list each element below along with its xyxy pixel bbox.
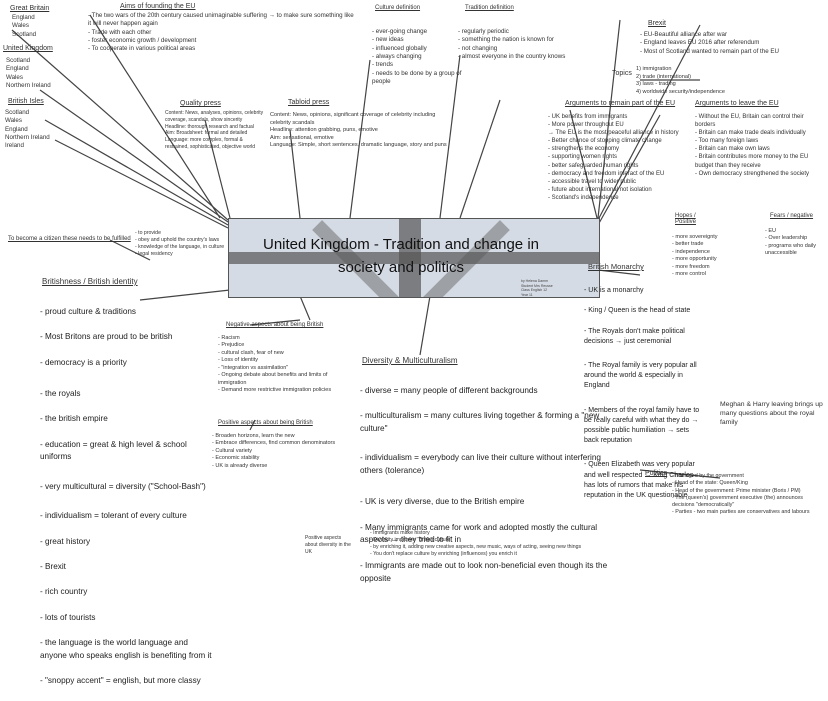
citizen-heading: To become a citizen these needs to be fu… [8, 236, 131, 242]
monarchy-list: - UK is a monarchy - King / Queen is the… [584, 276, 704, 511]
author-credit: by Helena Damm Student Mrs Reusse Class … [521, 279, 553, 297]
tabloid-press-heading: Tabloid press [288, 99, 330, 106]
leave-heading: Arguments to leave the EU [695, 100, 779, 107]
list-item: - education = great & high level & schoo… [40, 439, 187, 462]
list-item: - individualism = tolerant of every cult… [40, 511, 187, 521]
tradition-definition-list: - regularly periodic - something the nat… [458, 28, 566, 61]
list-item: - The Royals don't make political decisi… [584, 327, 685, 345]
aims-eu-list: - The two wars of the 20th century cause… [88, 12, 354, 53]
quality-press-list: Content: News, analyses, opinions, celeb… [165, 110, 264, 150]
list-item: - Queen Elizabeth was very popular and w… [584, 461, 695, 499]
positive-diversity-heading: Positive aspects about diversity in the … [305, 535, 351, 555]
list-item: - rich country [40, 587, 88, 597]
britishness-list: - proud culture & traditions - Most Brit… [40, 293, 215, 701]
list-item: - the language is the world language and… [40, 638, 212, 660]
politics-heading: Politics [645, 470, 668, 477]
united-kingdom-heading: United Kingdom [3, 45, 53, 52]
list-item: - UK is a monarchy [584, 287, 644, 295]
citizen-list: - to provide - obey and uphold the count… [135, 230, 225, 258]
topics-list: 1) immigration 2) trade (international) … [636, 66, 725, 95]
tabloid-press-list: Content: News, opinions, significant cov… [270, 112, 447, 149]
list-item: - Immigrants are made out to look non-be… [360, 560, 608, 583]
positive-aspects-heading: Positive aspects about being British [218, 420, 313, 426]
list-item: - Brexit [40, 562, 66, 572]
great-britain-heading: Great Britain [10, 5, 50, 12]
list-item: - the royals [40, 388, 81, 398]
negative-aspects-heading: Negative aspects about being British [226, 322, 324, 328]
leave-list: - Without the EU, Britain can control th… [695, 114, 810, 177]
list-item: - multiculturalism = many cultures livin… [360, 411, 600, 433]
culture-definition-heading: Culture definition [375, 5, 421, 11]
great-britain-list: England Wales Scotland [12, 14, 37, 38]
list-item: - Members of the royal family have to be… [584, 406, 700, 445]
meghan-harry-note: Meghan & Harry leaving brings up many qu… [720, 401, 823, 427]
list-item: - UK is very diverse, due to the British… [360, 497, 525, 507]
quality-press-heading: Quality press [180, 100, 221, 107]
british-isles-list: Scotland Wales England Northern Ireland … [5, 109, 50, 150]
list-item: - Most Britons are proud to be british [40, 332, 173, 342]
fears-list: - EU - Over leadership - programs who da… [765, 228, 817, 257]
hopes-heading: Hopes / Positive [675, 213, 697, 225]
tradition-definition-heading: Tradition definition [465, 5, 514, 11]
list-item: - The Royal family is very popular all a… [584, 362, 697, 390]
negative-aspects-list: - Racism - Prejudice - cultural clash, f… [218, 335, 332, 393]
diversity-list: - diverse = many people of different bac… [360, 372, 610, 598]
fears-heading: Fears / negative [770, 213, 814, 219]
page-title: United Kingdom - Tradition and change in… [262, 236, 539, 277]
remain-list: - UK benefits from immigrants - More pow… [548, 114, 679, 201]
list-item: - lots of tourists [40, 612, 96, 622]
list-item: - King / Queen is the head of state [584, 307, 691, 315]
immigrant-notes: - Immigrants make history - Diversity im… [370, 530, 582, 558]
list-item: - individualism = everybody can live the… [360, 453, 601, 475]
list-item: - great history [40, 536, 91, 546]
central-title-box: United Kingdom - Tradition and change in… [228, 218, 600, 298]
list-item: - "snoppy accent" = english, but more cl… [40, 676, 201, 686]
aims-eu-heading: Aims of founding the EU [120, 3, 196, 10]
list-item: - democracy is a priority [40, 357, 127, 367]
britishness-heading: Britishness / British identity [42, 277, 138, 286]
list-item: - diverse = many people of different bac… [360, 385, 538, 395]
brexit-heading: Brexit [648, 20, 666, 27]
topics-heading: Topics [612, 70, 632, 77]
diversity-heading: Diversity & Multiculturalism [362, 356, 458, 365]
monarchy-heading: British Monarchy [588, 262, 644, 271]
hopes-list: - more sovereignty - better trade - inde… [672, 234, 718, 278]
connector-lines [11, 14, 721, 479]
remain-heading: Arguments to remain part of the EU [565, 100, 676, 107]
culture-definition-list: - ever-going change - new ideas - influe… [372, 28, 462, 86]
list-item: - very multicultural = diversity ("Schoo… [40, 481, 206, 491]
politics-list: - managed by the government - Head of th… [672, 473, 810, 516]
british-isles-heading: British Isles [8, 98, 44, 105]
positive-aspects-list: - Broaden horizons, learn the new - Embr… [212, 433, 336, 469]
list-item: - Many immigrants came for work and adop… [360, 522, 598, 545]
list-item: - the british empire [40, 414, 108, 424]
brexit-list: - EU-Beautiful alliance after war - Engl… [640, 31, 779, 55]
united-kingdom-list: Scotland England Wales Northern Ireland [6, 57, 51, 90]
list-item: - proud culture & traditions [40, 306, 137, 316]
